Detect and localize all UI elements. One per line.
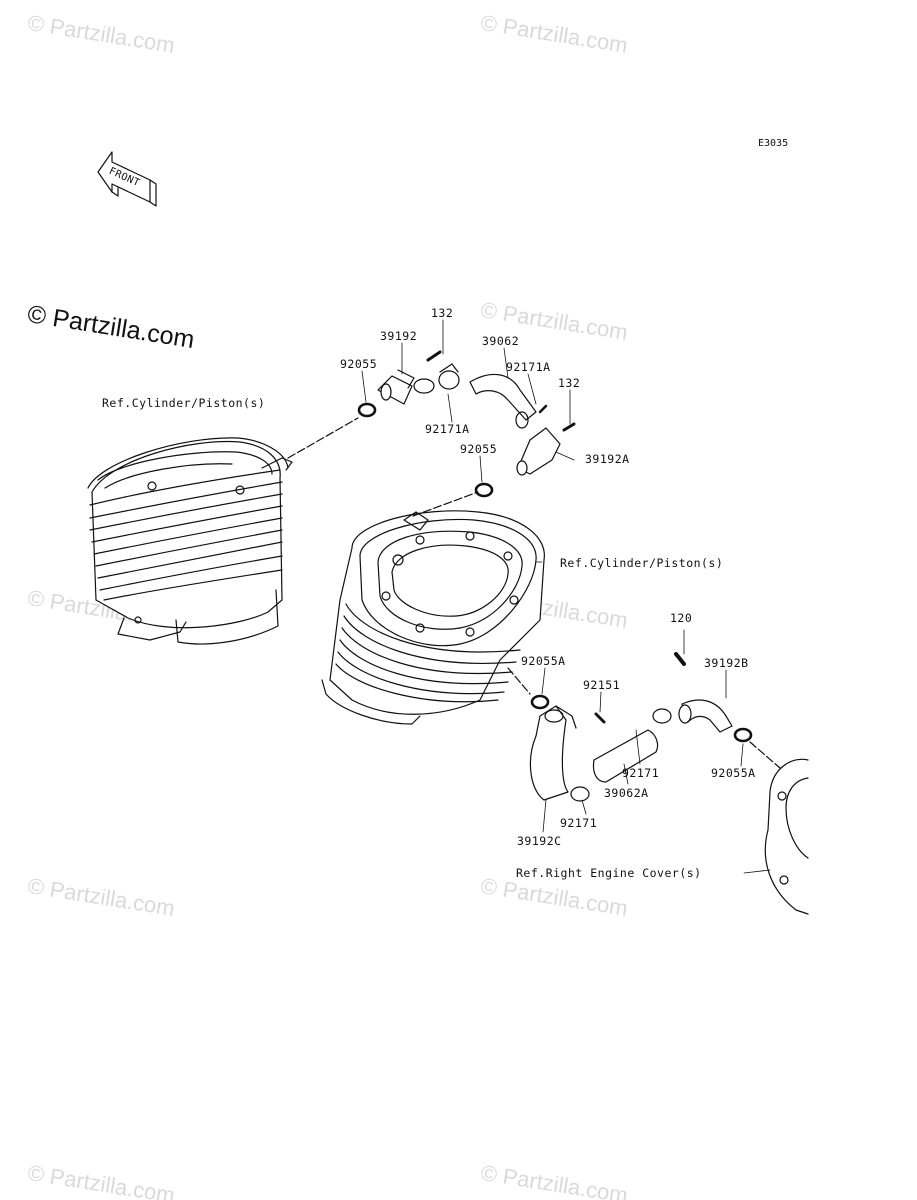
part-label-39192[interactable]: 39192 xyxy=(380,329,418,343)
clamp-92171A-lower xyxy=(515,404,548,429)
leader-line xyxy=(412,491,479,517)
part-label-132[interactable]: 132 xyxy=(431,306,454,320)
fitting-39192A xyxy=(516,422,576,476)
part-label-39062[interactable]: 39062 xyxy=(482,334,520,348)
fitting-39192C xyxy=(529,705,606,801)
part-label-39192A[interactable]: 39192A xyxy=(585,452,630,466)
part-label-39192C[interactable]: 39192C xyxy=(517,834,562,848)
fitting-39192B xyxy=(674,652,733,733)
leader-line xyxy=(507,667,531,695)
right-cylinder-drawing xyxy=(321,510,545,725)
hose-39062 xyxy=(469,373,537,421)
hose-39062A xyxy=(592,729,659,783)
part-label-92171[interactable]: 92171 xyxy=(560,816,598,830)
o-ring-92055 xyxy=(474,482,494,498)
part-label-92151[interactable]: 92151 xyxy=(583,678,621,692)
o-ring-92055 xyxy=(357,402,377,418)
diagram-code: E3035 xyxy=(758,138,789,149)
part-label-92055A[interactable]: 92055A xyxy=(521,654,566,668)
engine-cover-drawing xyxy=(764,758,809,915)
ref-engine-cover: Ref.Right Engine Cover(s) xyxy=(516,866,702,880)
clamp-92171-lower xyxy=(570,708,672,802)
front-arrow-icon xyxy=(97,151,157,207)
clamp-92171A xyxy=(413,363,460,394)
fitting-39192 xyxy=(377,350,442,405)
part-label-39192B[interactable]: 39192B xyxy=(704,656,749,670)
part-label-132[interactable]: 132 xyxy=(558,376,581,390)
part-label-92055[interactable]: 92055 xyxy=(460,442,498,456)
ref-cylinder-left: Ref.Cylinder/Piston(s) xyxy=(102,396,266,410)
part-label-92171A[interactable]: 92171A xyxy=(425,422,470,436)
part-label-39062A[interactable]: 39062A xyxy=(604,786,649,800)
o-ring-92055A xyxy=(733,727,753,743)
left-cylinder-drawing xyxy=(87,437,293,645)
part-label-120[interactable]: 120 xyxy=(670,611,693,625)
part-label-92055[interactable]: 92055 xyxy=(340,357,378,371)
part-label-92171[interactable]: 92171 xyxy=(622,766,660,780)
leader-line xyxy=(287,417,359,459)
ref-cylinder-right: Ref.Cylinder/Piston(s) xyxy=(560,556,724,570)
part-label-92055A[interactable]: 92055A xyxy=(711,766,756,780)
o-ring-92055A xyxy=(530,694,550,710)
part-label-92171A[interactable]: 92171A xyxy=(506,360,551,374)
leader-line xyxy=(749,741,781,769)
